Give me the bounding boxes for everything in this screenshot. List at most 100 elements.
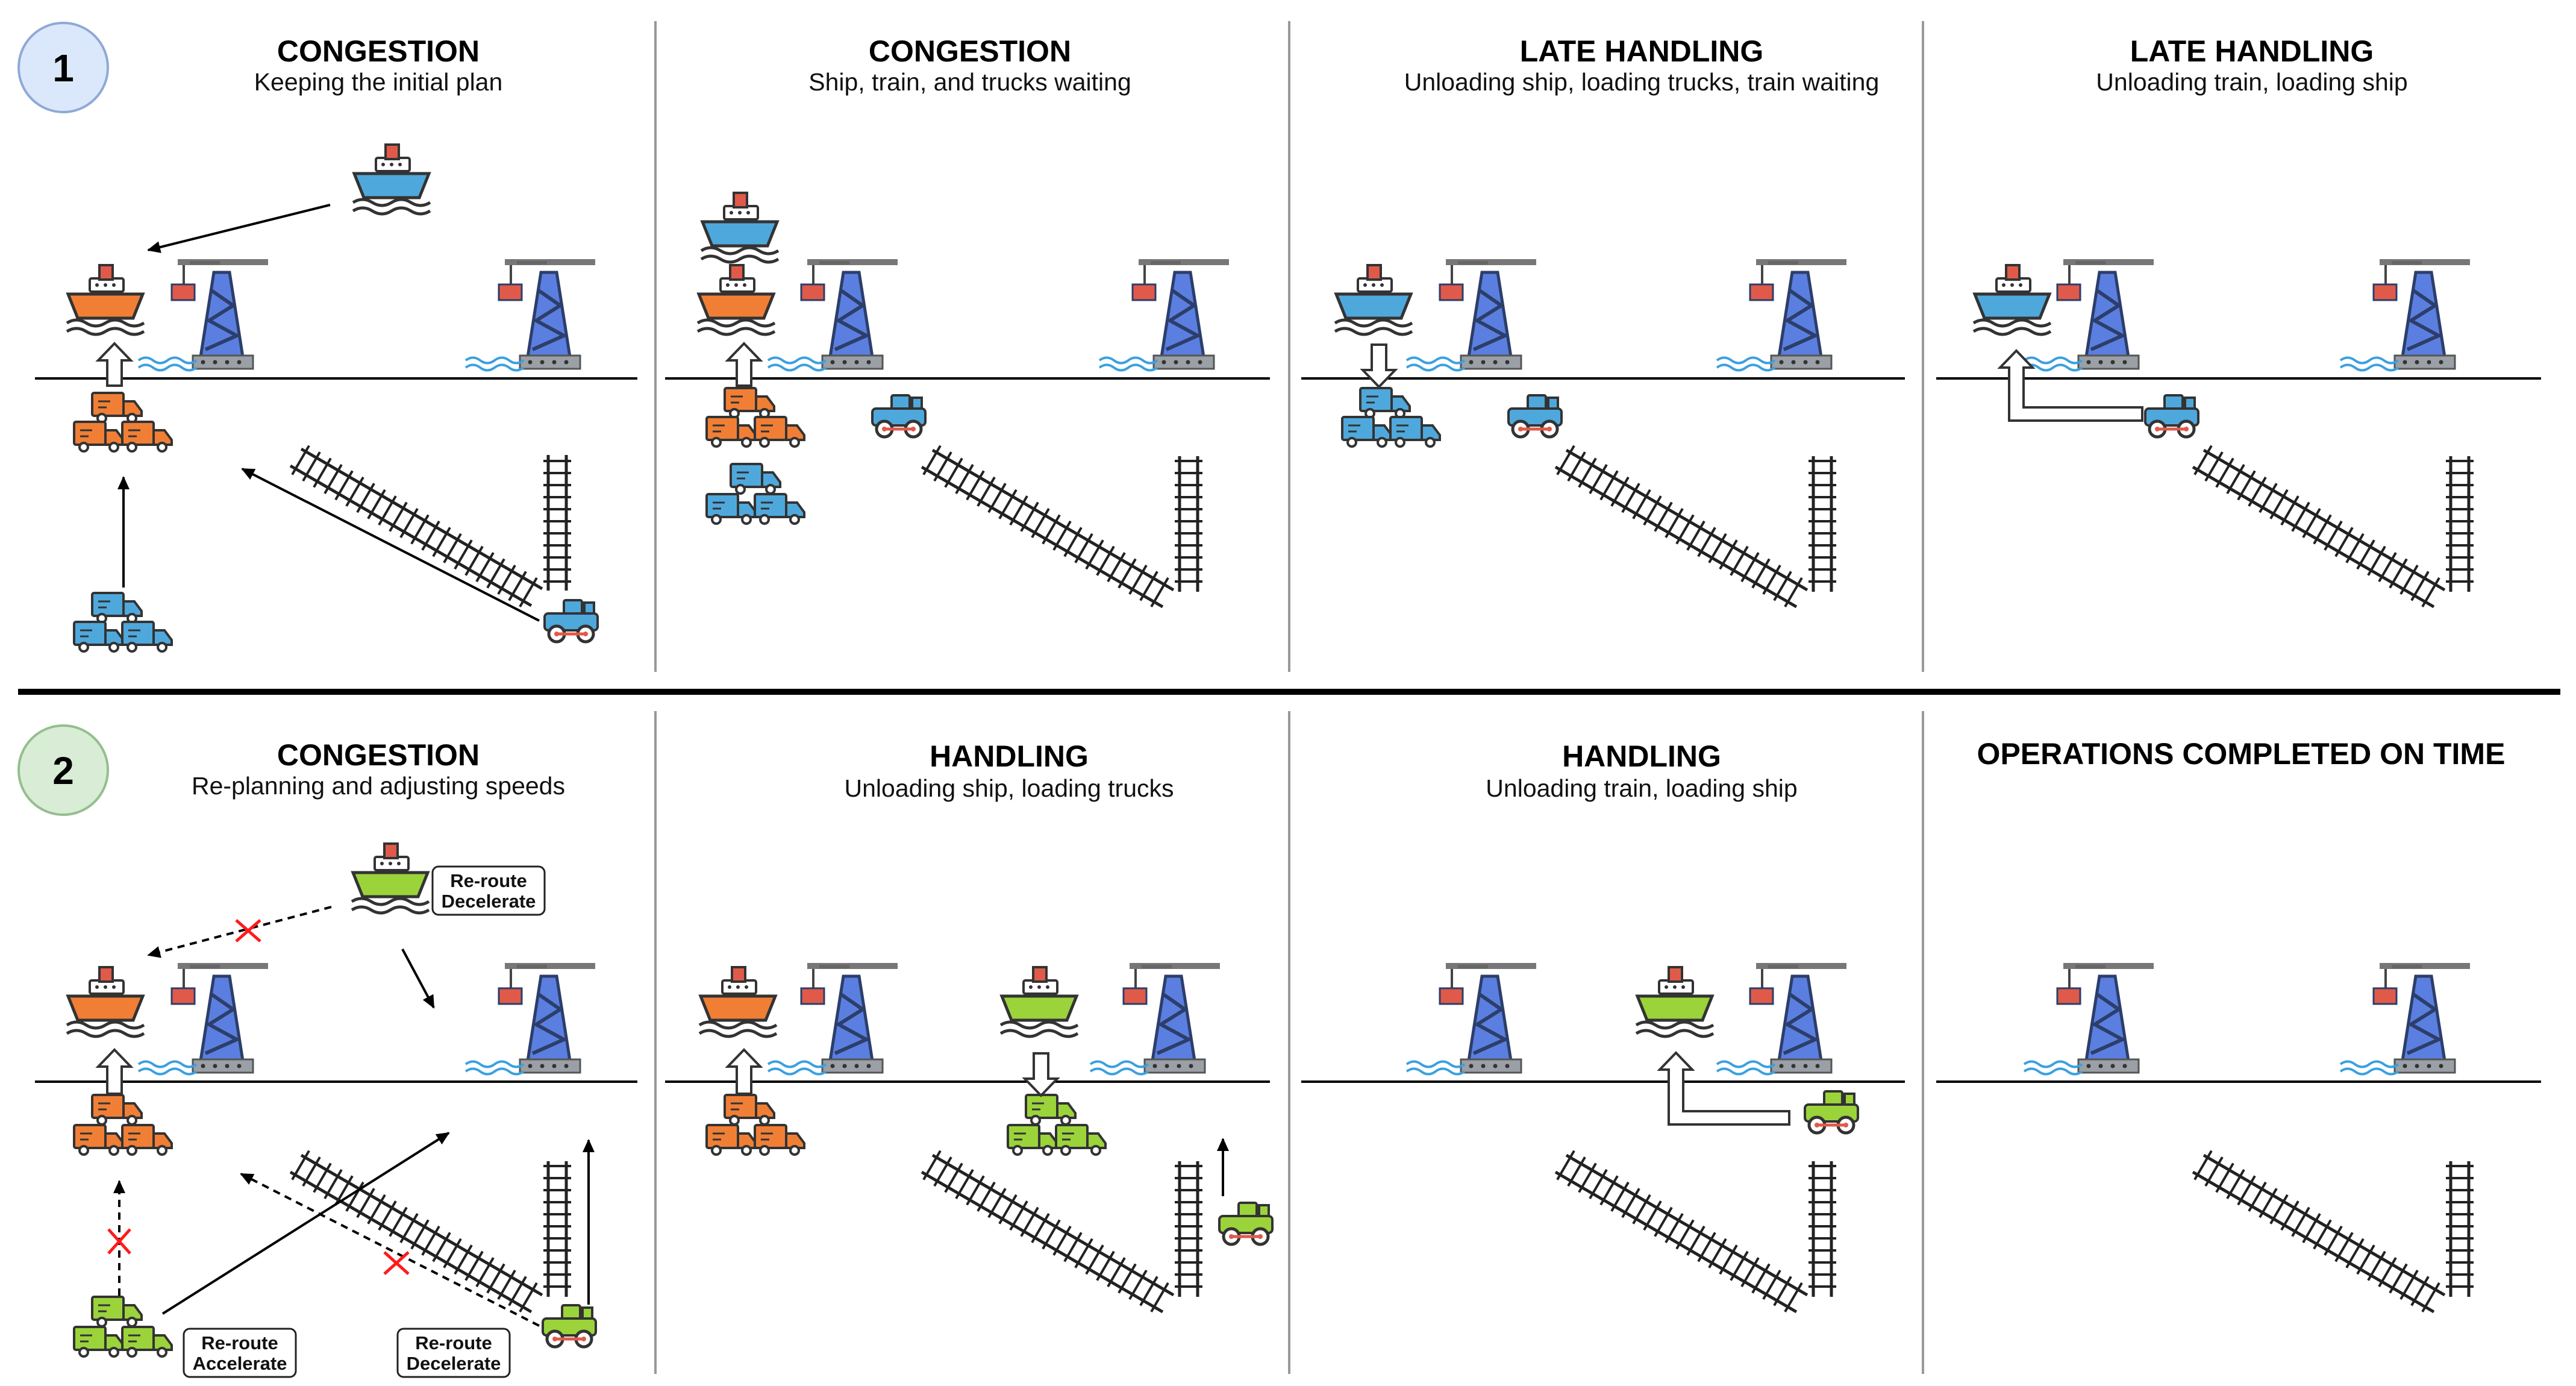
train-icon [1805, 1091, 1858, 1133]
transfer-train-to-ship-arrow [1997, 349, 2143, 422]
truck-icon [1025, 1094, 1077, 1126]
crane-icon [1407, 259, 1536, 371]
truck-icon [705, 1124, 757, 1156]
rail-tie [922, 1150, 942, 1181]
rail-tie [2280, 495, 2299, 526]
rail-tie [1665, 508, 1684, 539]
rail-tie [313, 1162, 332, 1193]
rail-tie [345, 1181, 364, 1212]
rail-tie [1118, 1263, 1137, 1294]
rail-tie [1675, 1219, 1695, 1250]
rail-tie [1621, 483, 1640, 513]
trucks [73, 387, 1441, 1358]
shorelines [35, 377, 2541, 1083]
rail-tie [324, 463, 343, 494]
panel-2-4-title: OPERATIONS COMPLETED ON TIME [1977, 737, 2506, 771]
rail-track-icon [289, 1153, 568, 1314]
rail-tie [1063, 1232, 1083, 1262]
rail-tie [1107, 1257, 1126, 1288]
rail-tie [1610, 476, 1630, 507]
rail-tie [2291, 1206, 2310, 1237]
train-icon [2145, 395, 2198, 437]
rail-tie [475, 552, 495, 583]
rail-tie [345, 476, 364, 507]
transfer-down-arrow [1022, 1052, 1060, 1097]
rail-tie [1686, 1225, 1705, 1256]
ships [67, 145, 2051, 1036]
rail-tie [2389, 1263, 2408, 1294]
rail-tie [367, 1194, 386, 1225]
rail-tie [291, 445, 310, 475]
ship-icon [1001, 967, 1078, 1036]
rail-tie [1556, 1150, 1575, 1181]
ship-icon [352, 844, 429, 913]
transfer-down-arrow [1360, 343, 1398, 389]
rail-tie [1751, 1263, 1771, 1294]
rail-tie [1578, 1162, 1597, 1193]
ship-icon [1974, 265, 2051, 334]
crane-icon [1717, 259, 1846, 371]
train-icon [1508, 395, 1562, 437]
rail-tie [2378, 1257, 2397, 1288]
rail-tie [2399, 1269, 2419, 1300]
panel-1-4-title: LATE HANDLING [2130, 34, 2374, 68]
rail-tie [2215, 457, 2234, 488]
trucks-reroute-label-line-2: Accelerate [193, 1353, 287, 1374]
rail-tie [1643, 495, 1662, 526]
rail-tie [1063, 527, 1083, 557]
crane-icon [2024, 259, 2154, 371]
truck-icon [754, 493, 805, 525]
rail-tie [1074, 533, 1093, 563]
crane-icon [466, 963, 595, 1074]
rail-tie [1020, 501, 1039, 532]
panel-1-3-subtitle: Unloading ship, loading trucks, train wa… [1404, 68, 1880, 96]
rail-tie [2248, 476, 2267, 507]
panel-titles: CONGESTION Keeping the initial plan CONG… [192, 34, 2505, 802]
rail-tie [1150, 1282, 1169, 1312]
rail-tie [1118, 558, 1137, 589]
rail-tie [378, 1200, 397, 1231]
truck-icon [91, 1296, 143, 1328]
rail-tie [1578, 457, 1597, 488]
rail-tie [944, 1162, 963, 1193]
rail-tie [2356, 539, 2375, 570]
rail-tie [2237, 470, 2256, 501]
train-icon [872, 395, 925, 437]
rail-tie [1139, 1276, 1158, 1306]
rail-tie [2345, 533, 2365, 563]
truck-icon [73, 1326, 125, 1358]
rail-tie [508, 1276, 527, 1306]
rail-tie [955, 463, 974, 494]
rail-tie [977, 476, 996, 507]
panel-dividers [654, 21, 1924, 1374]
rail-tie [2421, 577, 2440, 607]
transfer-arrows [95, 342, 2143, 1126]
rail-tie [1150, 577, 1169, 607]
rail-tie [1599, 470, 1619, 501]
trucks-reroute-label-line-1: Re-route [201, 1332, 278, 1353]
rail-tie [1621, 1188, 1640, 1218]
truck-icon [91, 1094, 143, 1126]
rail-tie [1009, 495, 1028, 526]
trains [543, 395, 2198, 1347]
rail-tie [2193, 1150, 2213, 1181]
rail-tie [334, 470, 354, 501]
rail-tie [2237, 1175, 2256, 1206]
truck-icon [730, 463, 781, 495]
truck-icon [121, 421, 173, 453]
rail-tie [2367, 1250, 2386, 1281]
rail-tie [998, 489, 1018, 519]
rail-tie [2334, 1232, 2354, 1262]
rail-tie [2410, 1276, 2430, 1306]
rail-tie [1643, 1200, 1662, 1231]
rail-tie [1599, 1175, 1619, 1206]
panel-1-1-title: CONGESTION [277, 34, 480, 68]
rail-track-icon [1554, 448, 1833, 609]
ship-reroute-arrow [401, 949, 435, 1009]
truck-icon [91, 392, 143, 424]
rail-tie [1740, 552, 1760, 583]
rail-tie [1009, 1200, 1028, 1231]
rail-tie [2313, 1219, 2332, 1250]
crane-icon [1099, 259, 1229, 371]
rail-tie [367, 489, 386, 519]
